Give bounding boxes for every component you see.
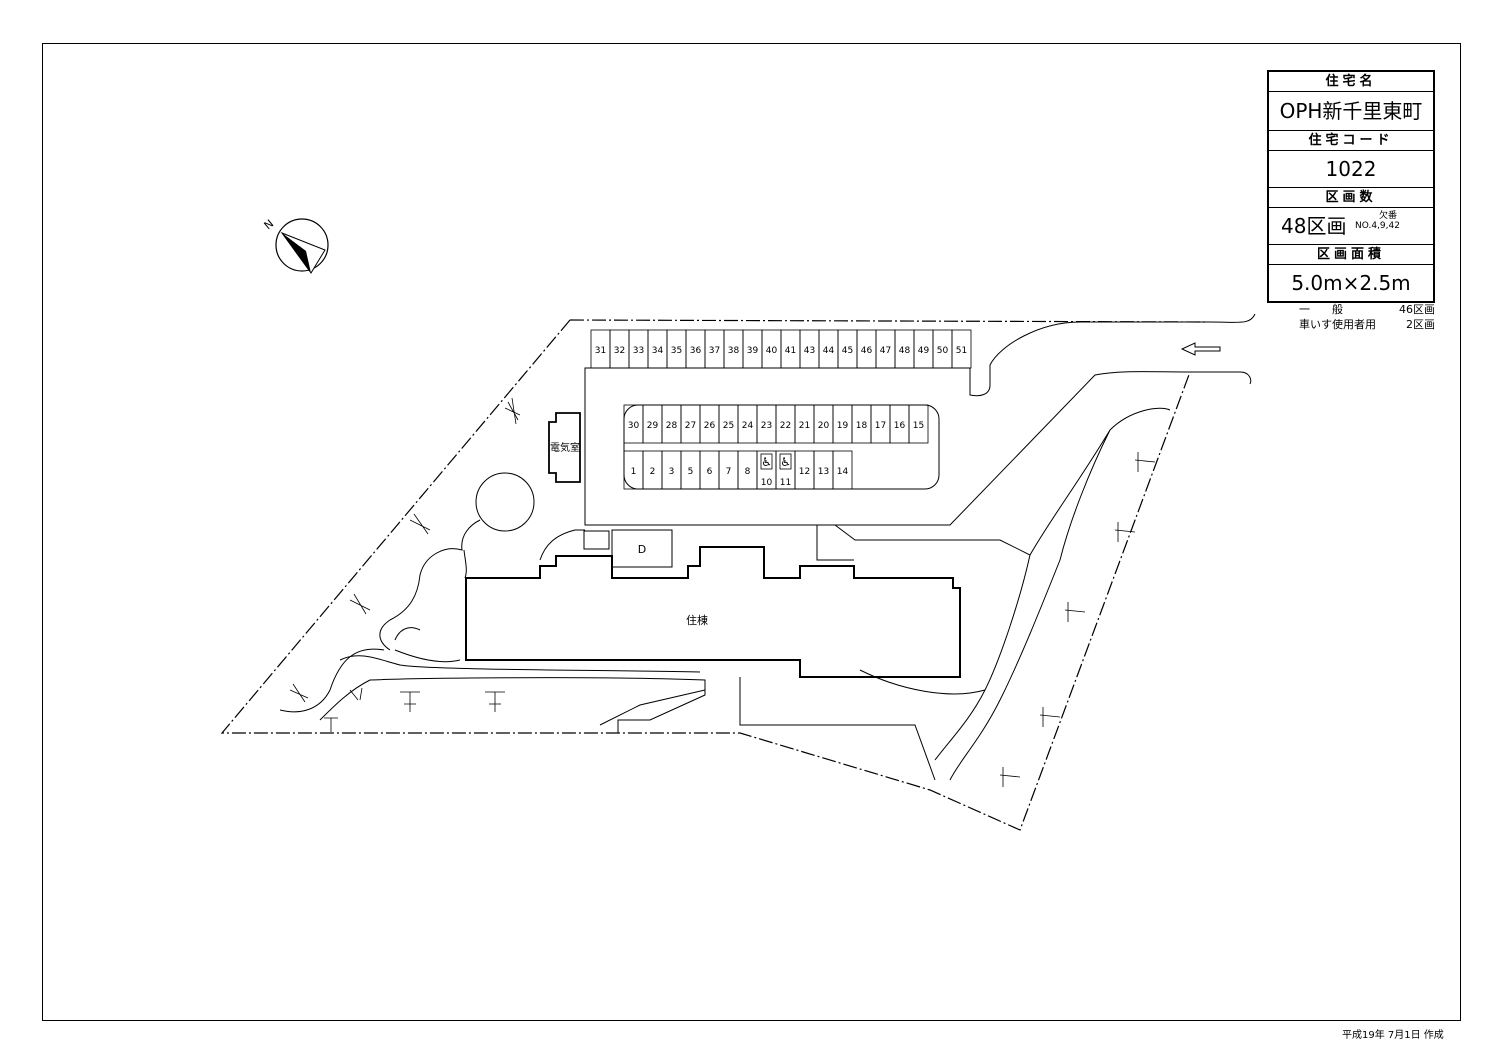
stall-number: 44 [823,346,835,356]
wheelchair-icon [760,453,773,470]
driveway [584,313,1256,526]
missing-label: 欠番 [1379,211,1398,221]
parking-row-top: 31 32 33 34 35 36 37 38 39 40 41 43 44 45 46 47 48 49 50 51 [590,329,972,369]
stall-number: 47 [880,346,891,356]
info-table: 住宅名 OPH新千里東町 住宅コード 1022 区画数 48区画 欠番 NO.4… [1267,70,1435,303]
stall-number: 39 [747,346,759,356]
stall-number: 41 [785,346,796,356]
right-walkways [739,407,1171,781]
stall-number: 15 [913,421,924,431]
stall-number: 51 [956,346,967,356]
wheelchair-symbol: ♿ [761,455,772,469]
stall-number: 13 [818,467,829,477]
creation-date: 平成19年 7月1日 作成 [1342,1030,1444,1041]
usage-label: 一 般 [1299,303,1343,316]
stall-number: 30 [628,421,640,431]
stall-number: 17 [875,421,886,431]
size-value: 5.0m×2.5m [1291,271,1411,295]
slope-marks [289,397,1156,787]
stall-number: 11 [780,478,791,488]
stall-number: 8 [745,467,751,477]
dumpster-enclosure [611,529,673,568]
size-label: 区画面積 [1269,245,1433,265]
stall-number: 46 [861,346,873,356]
stall-number: 22 [780,421,791,431]
stall-number: 25 [723,421,734,431]
drawing-frame [42,43,1461,1021]
round-planter [475,472,535,532]
stall-number: 45 [842,346,853,356]
electric-room-label: 電気室 [550,441,580,454]
lots-label: 区画数 [1269,188,1433,208]
stall-number: 50 [937,346,949,356]
stall-number: 26 [704,421,716,431]
stall-number: 38 [728,346,740,356]
stall-number: 3 [669,467,675,477]
stall-number: 19 [837,421,849,431]
stall-number: 16 [894,421,906,431]
stall-number: 7 [726,467,732,477]
usage-label: 車いす使用者用 [1299,318,1376,331]
stall-number: 6 [707,467,713,477]
stall-number: 31 [595,346,606,356]
stall-number: 12 [799,467,810,477]
parking-stall [908,404,929,444]
lots-value: 48区画 [1281,214,1347,238]
stall-number: 48 [899,346,911,356]
stall-number: 36 [690,346,702,356]
code-value: 1022 [1269,151,1433,188]
wheelchair-icon [779,453,792,470]
stall-number: 2 [650,467,656,477]
usage-breakdown: 一 般 46区画 車いす使用者用 2区画 [1295,302,1435,332]
stall-number: 24 [742,421,754,431]
stall-number: 5 [688,467,694,477]
entry-arrow [1180,342,1221,356]
stall-number: 20 [818,421,830,431]
parking-stall [951,329,972,369]
stall-number: 18 [856,421,868,431]
stall-number: 33 [633,346,644,356]
stall-number: 14 [837,467,849,477]
usage-count: 2区画 [1406,318,1435,331]
usage-row-wheelchair: 車いす使用者用 2区画 [1295,317,1435,332]
wheelchair-symbol: ♿ [780,455,791,469]
usage-count: 46区画 [1399,303,1435,316]
lower-garden-edge [319,677,706,733]
parking-row-middle: 30 29 28 27 26 25 24 23 22 21 20 19 18 17 16 15 [623,404,929,444]
stall-number: 28 [666,421,678,431]
left-access-path [539,529,585,561]
electric-room [548,412,581,483]
garden-path [279,519,701,713]
stall-number: 1 [631,467,637,477]
stall-number: 29 [647,421,659,431]
stall-number: 34 [652,346,664,356]
stall-number: 10 [761,478,773,488]
building-label: 住棟 [686,613,708,627]
stall-number: 37 [709,346,720,356]
north-compass: N [262,217,329,274]
stall-number: 21 [799,421,810,431]
stall-number: 43 [804,346,815,356]
missing-value: NO.4,9,42 [1355,221,1400,231]
name-label: 住宅名 [1269,72,1433,92]
stall-number: 23 [761,421,772,431]
missing-numbers: 欠番 NO.4,9,42 [1355,211,1400,231]
code-label: 住宅コード [1269,131,1433,151]
dumpster-label: D [638,543,646,556]
stall-number: 40 [766,346,778,356]
small-shed [583,530,610,550]
stall-number: 27 [685,421,696,431]
usage-row-general: 一 般 46区画 [1295,302,1435,317]
main-building [465,546,961,678]
name-value: OPH新千里東町 [1269,92,1433,131]
lots-cell: 48区画 欠番 NO.4,9,42 [1269,208,1433,245]
stall-number: 49 [918,346,930,356]
parking-stall [832,450,853,490]
stall-number: 32 [614,346,625,356]
stall-number: 35 [671,346,682,356]
